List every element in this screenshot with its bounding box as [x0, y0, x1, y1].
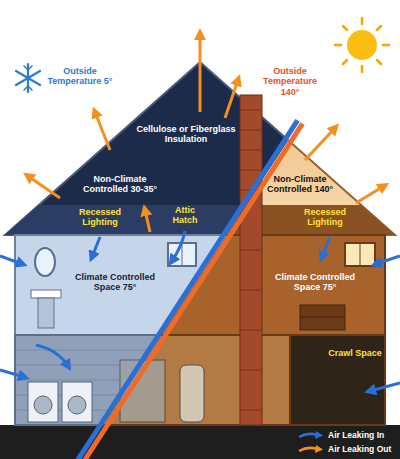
- label-holder: Non-Climate Controlled 140°: [259, 174, 341, 195]
- legend-row: Air Leaking In: [298, 428, 384, 441]
- attic-zone-label: Non-Climate Controlled 140°: [259, 174, 341, 195]
- part-label: Recessed Lighting: [75, 207, 125, 228]
- sun-icon: [335, 18, 389, 72]
- leak-in-arrows: [0, 231, 400, 391]
- legend-arrow: [298, 444, 324, 454]
- outside-temp-hot: Outside Temperature 140°: [257, 66, 323, 97]
- attic-zone-label: Non-Climate Controlled 30-35°: [70, 174, 170, 195]
- part-label: Attic Hatch: [163, 205, 207, 226]
- hot-side: [5, 62, 395, 425]
- snowflake-icon: [16, 64, 40, 92]
- part-label: Recessed Lighting: [300, 207, 350, 228]
- part-label: Crawl Space: [327, 348, 383, 358]
- room-label: Climate Controlled Space 75°: [69, 272, 161, 293]
- legend-arrow: [298, 430, 324, 440]
- leak-out-arrows: [28, 34, 384, 232]
- label-holder: Climate Controlled Space 75°: [69, 272, 161, 293]
- insulation-label: Cellulose or Fiberglass Insulation: [134, 124, 238, 145]
- label-holder: Recessed Lighting: [75, 207, 125, 228]
- legend-text: Air Leaking Out: [328, 444, 391, 454]
- label-holder: Recessed Lighting: [300, 207, 350, 228]
- chimney: [240, 95, 262, 425]
- outside-temp-cold: Outside Temperature 5°: [47, 66, 113, 87]
- label-holder: Crawl Space: [327, 348, 383, 358]
- label-holder: Cellulose or Fiberglass Insulation: [134, 124, 238, 145]
- label-holder: Climate Controlled Space 75°: [270, 272, 360, 293]
- legend-row: Air Leaking Out: [298, 442, 391, 455]
- cold-side: [5, 62, 395, 425]
- legend-text: Air Leaking In: [328, 430, 384, 440]
- label-holder: Outside Temperature 5°: [47, 66, 113, 87]
- room-label: Climate Controlled Space 75°: [270, 272, 360, 293]
- label-holder: Attic Hatch: [163, 205, 207, 226]
- label-holder: Outside Temperature 140°: [257, 66, 323, 97]
- label-holder: Non-Climate Controlled 30-35°: [70, 174, 170, 195]
- ground: [0, 425, 400, 459]
